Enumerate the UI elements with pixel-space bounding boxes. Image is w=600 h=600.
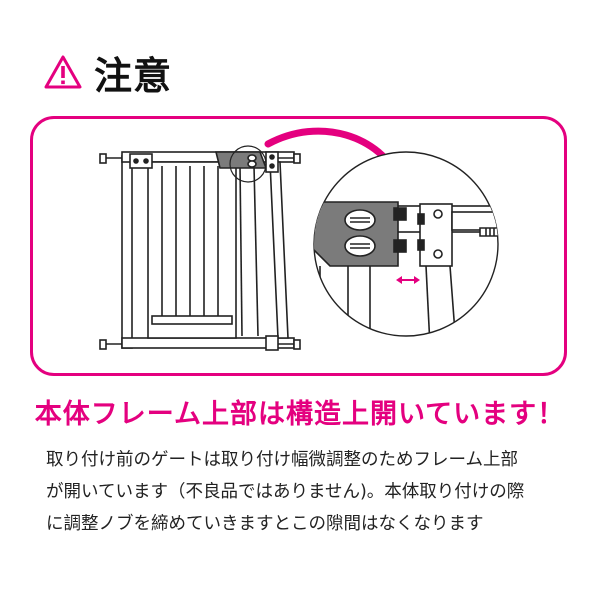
- gate-illustration: [99, 127, 499, 351]
- zoom-detail: [313, 151, 499, 337]
- illustration-frame: [30, 116, 567, 376]
- page-title: 注意: [94, 53, 173, 98]
- description: 取り付け前のゲートは取り付け幅微調整のためフレーム上部 が開いています（不良品で…: [46, 444, 566, 540]
- gate-drawing: [99, 145, 301, 351]
- headline: 本体フレーム上部は構造上開いています！: [34, 399, 566, 430]
- description-line: に調整ノブを締めていきますとこの隙間はなくなります: [46, 514, 484, 534]
- description-line: 取り付け前のゲートは取り付け幅微調整のためフレーム上部: [46, 450, 518, 470]
- warning-triangle-icon: [44, 55, 82, 89]
- header: 注意: [44, 42, 172, 102]
- description-line: が開いています（不良品ではありません)。本体取り付けの際: [46, 482, 525, 502]
